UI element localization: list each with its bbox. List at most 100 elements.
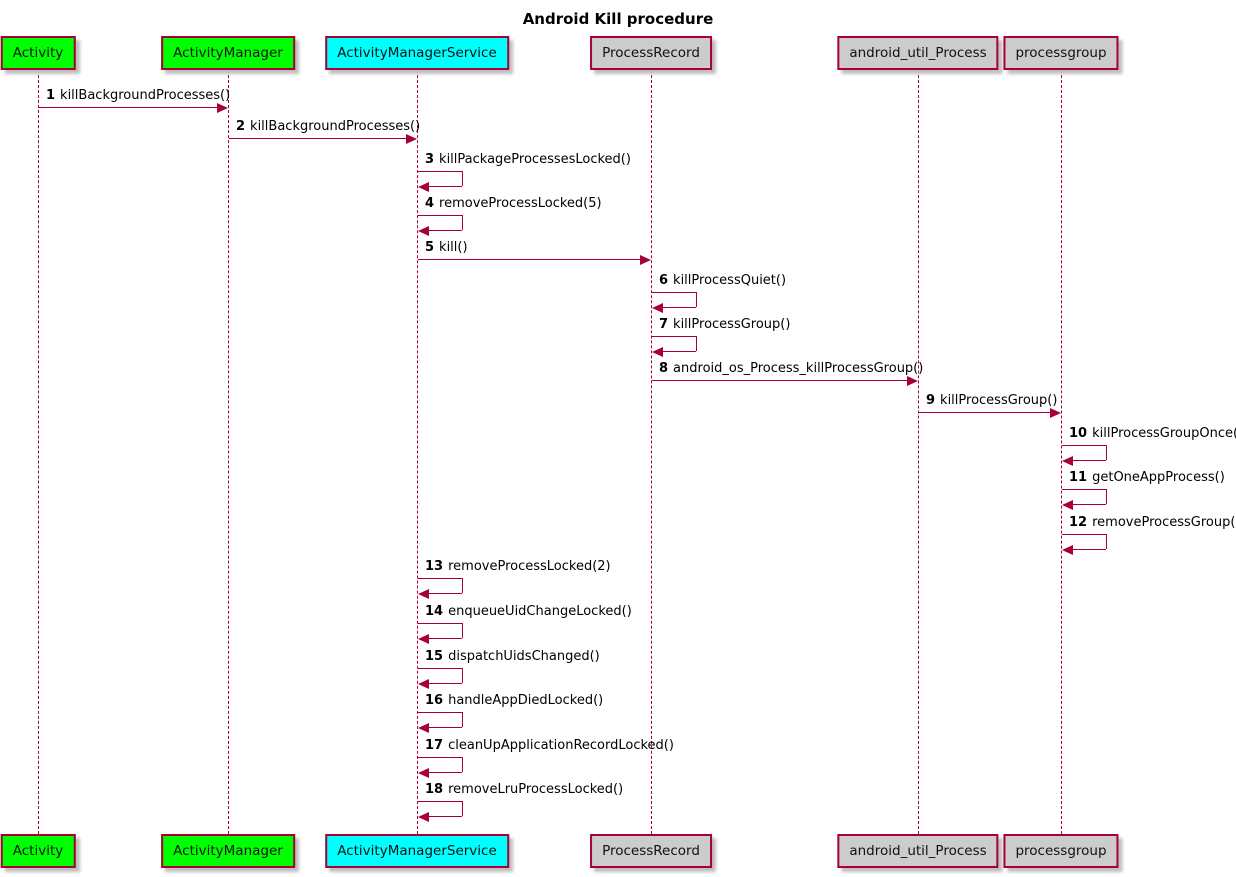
message-14-arrowhead-icon (418, 634, 429, 644)
message-13-number: 13 (425, 559, 444, 574)
message-13-loop-side (462, 578, 463, 593)
message-3-loop-side (462, 171, 463, 186)
message-3-loop-top (418, 171, 462, 172)
message-17-text: cleanUpApplicationRecordLocked() (448, 738, 674, 753)
message-16-text: handleAppDiedLocked() (448, 693, 604, 708)
message-15-loop-top (418, 668, 462, 669)
message-10-text: killProcessGroupOnce() (1092, 426, 1236, 441)
lifeline-activity-manager-service (417, 70, 418, 834)
diagram-title: Android Kill procedure (522, 10, 714, 28)
message-10-loop-top (1062, 445, 1106, 446)
message-2-line (229, 138, 407, 139)
message-7-number: 7 (659, 317, 669, 332)
message-14-text: enqueueUidChangeLocked() (448, 604, 632, 619)
message-18-label: 18 removeLruProcessLocked() (425, 782, 623, 798)
message-7-loop-bottom (662, 351, 696, 352)
message-18-arrowhead-icon (418, 812, 429, 822)
message-17-number: 17 (425, 738, 444, 753)
message-11-arrowhead-icon (1062, 500, 1073, 510)
message-3-label: 3 killPackageProcessesLocked() (425, 152, 631, 168)
participant-activity-manager-bottom: ActivityManager (161, 834, 295, 868)
participant-activity-manager-service-top: ActivityManagerService (325, 36, 509, 70)
participant-activity-bottom: Activity (0, 834, 76, 868)
lifeline-android-util-process (918, 70, 919, 834)
message-8-label: 8 android_os_Process_killProcessGroup() (659, 361, 923, 377)
message-13-text: removeProcessLocked(2) (448, 559, 611, 574)
participant-activity-manager-top: ActivityManager (161, 36, 295, 70)
message-12-loop-top (1062, 534, 1106, 535)
message-15-label: 15 dispatchUidsChanged() (425, 649, 600, 665)
message-18-loop-bottom (428, 816, 462, 817)
lifeline-activity-manager (228, 70, 229, 834)
message-13-loop-bottom (428, 593, 462, 594)
message-8-number: 8 (659, 361, 669, 376)
message-5-arrowhead-icon (640, 255, 651, 265)
message-18-loop-top (418, 801, 462, 802)
message-1-number: 1 (46, 88, 56, 103)
message-15-loop-bottom (428, 683, 462, 684)
participant-activity-manager-service-bottom: ActivityManagerService (325, 834, 509, 868)
message-1-label: 1 killBackgroundProcesses() (46, 88, 230, 104)
message-13-arrowhead-icon (418, 589, 429, 599)
message-15-loop-side (462, 668, 463, 683)
message-11-loop-side (1106, 489, 1107, 504)
message-4-number: 4 (425, 196, 435, 211)
message-16-loop-side (462, 712, 463, 727)
participant-processgroup-bottom: processgroup (1003, 834, 1119, 868)
message-11-number: 11 (1069, 470, 1088, 485)
message-9-line (919, 412, 1051, 413)
message-7-text: killProcessGroup() (673, 317, 791, 332)
participant-processgroup-top: processgroup (1003, 36, 1119, 70)
message-17-loop-bottom (428, 772, 462, 773)
message-17-arrowhead-icon (418, 768, 429, 778)
lifeline-processgroup (1061, 70, 1062, 834)
message-10-loop-bottom (1072, 460, 1106, 461)
message-1-arrowhead-icon (217, 103, 228, 113)
message-11-loop-top (1062, 489, 1106, 490)
message-7-arrowhead-icon (652, 347, 663, 357)
participant-process-record-top: ProcessRecord (590, 36, 712, 70)
message-10-loop-side (1106, 445, 1107, 460)
message-6-text: killProcessQuiet() (673, 273, 787, 288)
message-7-loop-top (652, 336, 696, 337)
message-3-text: killPackageProcessesLocked() (439, 152, 631, 167)
message-11-text: getOneAppProcess() (1092, 470, 1225, 485)
message-13-label: 13 removeProcessLocked(2) (425, 559, 611, 575)
message-15-text: dispatchUidsChanged() (448, 649, 600, 664)
message-18-number: 18 (425, 782, 444, 797)
message-9-arrowhead-icon (1050, 408, 1061, 418)
lifeline-process-record (651, 70, 652, 834)
message-1-text: killBackgroundProcesses() (60, 88, 231, 103)
message-8-line (652, 380, 908, 381)
message-3-arrowhead-icon (418, 182, 429, 192)
message-10-number: 10 (1069, 426, 1088, 441)
message-4-loop-side (462, 215, 463, 230)
message-12-number: 12 (1069, 515, 1088, 530)
message-10-arrowhead-icon (1062, 456, 1073, 466)
message-12-loop-bottom (1072, 549, 1106, 550)
message-8-text: android_os_Process_killProcessGroup() (673, 361, 924, 376)
participant-android-util-process-top: android_util_Process (837, 36, 999, 70)
participant-process-record-bottom: ProcessRecord (590, 834, 712, 868)
message-12-arrowhead-icon (1062, 545, 1073, 555)
message-3-number: 3 (425, 152, 435, 167)
message-14-loop-side (462, 623, 463, 638)
message-18-text: removeLruProcessLocked() (448, 782, 624, 797)
message-4-label: 4 removeProcessLocked(5) (425, 196, 602, 212)
message-13-loop-top (418, 578, 462, 579)
message-5-line (418, 259, 641, 260)
message-14-loop-top (418, 623, 462, 624)
message-12-loop-side (1106, 534, 1107, 549)
message-17-loop-top (418, 757, 462, 758)
message-15-arrowhead-icon (418, 679, 429, 689)
message-4-loop-top (418, 215, 462, 216)
message-9-number: 9 (926, 393, 936, 408)
message-3-loop-bottom (428, 186, 462, 187)
message-4-text: removeProcessLocked(5) (439, 196, 602, 211)
message-15-number: 15 (425, 649, 444, 664)
